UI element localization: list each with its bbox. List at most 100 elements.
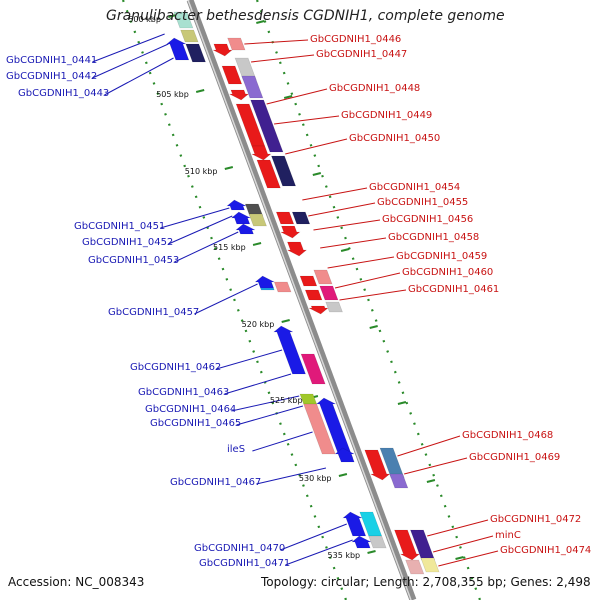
- label-line-left-8: [224, 373, 292, 395]
- label-line-right-1: [250, 54, 315, 63]
- label-line-left-0: [92, 33, 165, 63]
- label-line-right-10: [334, 272, 401, 289]
- tick-mark-right-6: [426, 479, 436, 483]
- label-line-right-6: [308, 202, 376, 217]
- gene-label-right: GbCGDNIH1_0469: [469, 452, 561, 463]
- gene-block-8: [241, 75, 264, 99]
- tick-label: 520 kbp: [241, 320, 275, 329]
- tick-mark-right-4: [369, 325, 378, 329]
- gene-label-right: GbCGDNIH1_0454: [369, 182, 461, 193]
- gene-label-left: GbCGDNIH1_0453: [88, 255, 180, 266]
- gene-block-13: [271, 155, 297, 187]
- gene-block-39: [364, 449, 391, 481]
- label-line-right-5: [302, 187, 368, 201]
- gene-label-right: GbCGDNIH1_0458: [388, 232, 480, 243]
- label-line-left-7: [216, 349, 283, 370]
- gene-label-right: GbCGDNIH1_0449: [341, 110, 433, 121]
- gene-label-left: GbCGDNIH1_0463: [138, 387, 230, 398]
- accession-text: Accession: NC_008343: [8, 575, 145, 589]
- gene-label-right: GbCGDNIH1_0472: [490, 514, 582, 525]
- track-layer: [121, 0, 482, 600]
- gene-label-right: GbCGDNIH1_0455: [377, 197, 469, 208]
- label-line-right-8: [320, 237, 387, 249]
- gene-block-33: [273, 325, 306, 375]
- label-line-right-9: [327, 256, 395, 269]
- tick-mark-right-1: [283, 95, 293, 99]
- gene-block-15: [226, 199, 247, 211]
- gene-label-left: GbCGDNIH1_0451: [74, 221, 166, 232]
- gene-block-7: [221, 65, 243, 85]
- gene-label-right: GbCGDNIH1_0447: [316, 49, 408, 60]
- label-line-left-6: [194, 283, 258, 315]
- backbone-layer: [186, 0, 417, 600]
- gene-label-left: GbCGDNIH1_0464: [145, 404, 237, 415]
- gene-block-19: [235, 223, 256, 235]
- gene-block-26: [319, 285, 339, 301]
- gene-layer: [166, 11, 440, 575]
- label-line-left-13: [280, 523, 347, 551]
- label-line-right-4: [285, 138, 348, 155]
- tick-mark-7: [367, 550, 376, 554]
- label-line-right-3: [274, 115, 340, 125]
- gene-block-24: [313, 269, 333, 285]
- gene-block-38: [334, 447, 355, 463]
- track-line-1: [255, 0, 482, 600]
- gene-block-12: [251, 145, 272, 161]
- gene-block-2: [166, 37, 190, 61]
- gene-block-40: [379, 447, 405, 479]
- gene-block-34: [300, 353, 326, 385]
- tick-mark-right-3: [340, 248, 350, 252]
- tick-mark-0: [168, 14, 177, 18]
- gene-label-right: GbCGDNIH1_0446: [310, 34, 402, 45]
- gene-block-37: [315, 397, 354, 459]
- tick-mark-right-5: [397, 401, 407, 405]
- gene-label-right: GbCGDNIH1_0450: [349, 133, 441, 144]
- label-line-left-5: [174, 231, 239, 263]
- tick-mark-right-2: [312, 172, 322, 176]
- gene-block-22: [280, 225, 301, 239]
- label-line-left-12: [256, 467, 327, 485]
- gene-label-right: GbCGDNIH1_0474: [500, 545, 592, 556]
- gene-block-44: [368, 535, 387, 549]
- gene-label-right: GbCGDNIH1_0456: [382, 214, 474, 225]
- gene-label-right: GbCGDNIH1_0461: [408, 284, 500, 295]
- gene-label-left: GbCGDNIH1_0471: [199, 558, 291, 569]
- track-line-0: [121, 0, 348, 600]
- gene-block-10: [250, 99, 284, 153]
- tick-mark-4: [281, 319, 290, 323]
- gene-block-45: [351, 535, 372, 549]
- gene-block-31: [273, 281, 292, 293]
- gene-label-right: GbCGDNIH1_0460: [402, 267, 494, 278]
- gene-block-18: [248, 213, 267, 227]
- label-line-right-12: [397, 435, 461, 457]
- gene-block-16: [244, 203, 264, 217]
- gene-label-right: minC: [495, 530, 521, 541]
- gene-label-left: GbCGDNIH1_0441: [6, 55, 98, 66]
- gene-label-left: GbCGDNIH1_0470: [194, 543, 286, 554]
- topology-text: Topology: circular; Length: 2,708,355 bp…: [261, 575, 591, 589]
- label-line-left-11: [252, 431, 313, 452]
- gene-block-3: [185, 43, 206, 63]
- tick-mark-2: [224, 166, 234, 170]
- label-line-right-0: [244, 39, 309, 45]
- tick-label: 500 kbp: [128, 15, 161, 24]
- label-line-right-13: [404, 457, 468, 475]
- gene-block-5: [212, 43, 233, 57]
- tick-label: 535 kbp: [327, 551, 361, 560]
- label-line-right-11: [339, 289, 407, 301]
- label-line-left-9: [231, 395, 300, 412]
- label-line-layer: [92, 33, 499, 567]
- gene-label-right: GbCGDNIH1_0448: [329, 83, 421, 94]
- gene-block-0: [173, 11, 194, 29]
- label-line-left-4: [168, 215, 233, 245]
- map-title: Granulibacter bethesdensis CGDNIH1, comp…: [106, 8, 505, 24]
- gene-block-14: [256, 159, 281, 189]
- tick-mark-3: [252, 242, 262, 246]
- gene-block-21: [291, 211, 311, 225]
- label-line-right-7: [313, 219, 381, 231]
- tick-label: 510 kbp: [184, 167, 218, 176]
- gene-block-17: [230, 211, 251, 225]
- label-line-right-2: [266, 88, 328, 105]
- label-line-left-3: [160, 207, 230, 229]
- label-line-left-14: [285, 539, 353, 566]
